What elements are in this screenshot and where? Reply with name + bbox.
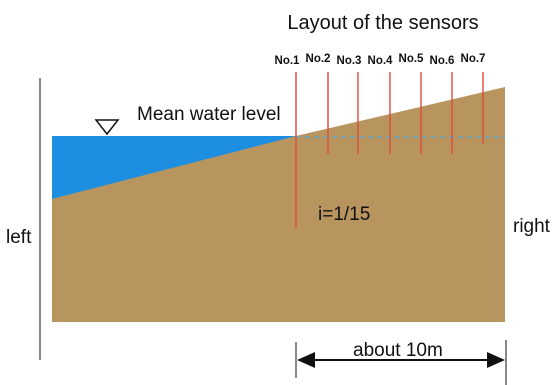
water-level-marker-icon — [94, 119, 120, 136]
sensor-label-2: No.2 — [306, 53, 331, 65]
mean-water-level-label: Mean water level — [137, 104, 281, 125]
distance-label-background — [350, 340, 452, 358]
sensor-label-3: No.3 — [337, 55, 362, 67]
sensor-label-7: No.7 — [461, 53, 486, 65]
slope-label: i=1/15 — [318, 204, 370, 225]
right-label: right — [513, 216, 551, 237]
left-label: left — [6, 227, 32, 248]
water-body — [52, 136, 296, 199]
distance-label: about 10m — [353, 340, 443, 361]
sensor-labels: No.1 No.2 No.3 No.4 No.5 No.6 No.7 — [275, 53, 486, 67]
sensor-label-1: No.1 — [275, 55, 301, 67]
sensor-label-5: No.5 — [399, 53, 425, 65]
sensor-label-6: No.6 — [430, 55, 455, 67]
distance-arrow-icon — [297, 352, 505, 368]
sensor-label-4: No.4 — [368, 55, 394, 67]
diagram-title: Layout of the sensors — [287, 12, 478, 34]
sensor-lines — [295, 72, 484, 228]
